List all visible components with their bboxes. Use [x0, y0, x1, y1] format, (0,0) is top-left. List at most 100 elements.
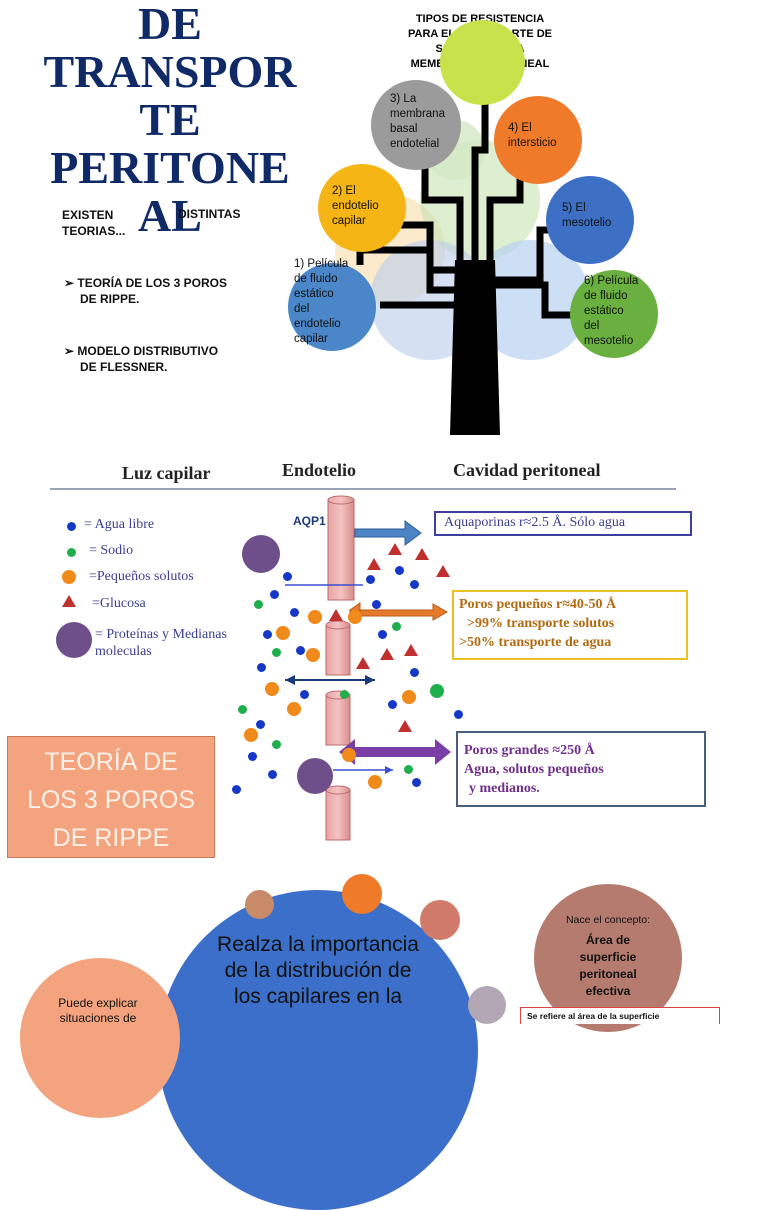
- concept-note-box: Se refiere al área de la superficie: [520, 1007, 720, 1024]
- left-concept-circle: [20, 958, 180, 1118]
- small-solute-particle: [276, 626, 290, 640]
- water-particle: [232, 785, 241, 794]
- legend-label: =Glucosa: [92, 596, 146, 611]
- water-particle: [378, 630, 387, 639]
- page-title: DE TRANSPOR TE PERITONE AL: [30, 0, 310, 240]
- title-line: PERITONE: [50, 142, 290, 193]
- resistance-circle-2: [318, 164, 406, 252]
- legend-red-triangle: [62, 595, 76, 607]
- tree-trunk: [450, 260, 500, 435]
- aqp-label: AQP1: [293, 514, 326, 528]
- water-particle: [300, 690, 309, 699]
- title-line: DE: [138, 0, 202, 49]
- header-divider: [50, 488, 676, 490]
- bullet-arrow-icon: ➢: [64, 344, 78, 358]
- water-particle: [412, 778, 421, 787]
- concept-intro: Nace el concepto:: [565, 914, 651, 926]
- water-particle: [257, 663, 266, 672]
- water-particle: [410, 580, 419, 589]
- legend-orange-dot: [62, 570, 76, 584]
- sodium-particle: [430, 684, 444, 698]
- aquaporin-info-box: Aquaporinas r≈2.5 Å. Sólo agua: [434, 511, 692, 536]
- water-particle: [388, 700, 397, 709]
- glucose-particle: [398, 720, 412, 732]
- protein-particle: [297, 758, 333, 794]
- large-pores-info-box: Poros grandes ≈250 Å Agua, solutos peque…: [456, 731, 706, 807]
- water-particle: [410, 668, 419, 677]
- rippe-theory-box: TEORÍA DE LOS 3 POROS DE RIPPE: [7, 736, 215, 858]
- decor-circle: [468, 986, 506, 1024]
- concept-title: Área de superficie peritoneal efectiva: [579, 933, 637, 998]
- water-particle: [290, 608, 299, 617]
- small-solute-particle: [265, 682, 279, 696]
- sodium-particle: [272, 740, 281, 749]
- title-line: TRANSPOR: [43, 46, 297, 97]
- glucose-particle: [404, 644, 418, 656]
- legend-green-dot: [67, 548, 76, 557]
- water-particle: [263, 630, 272, 639]
- water-particle: [270, 590, 279, 599]
- resistance-circle-3: [371, 80, 461, 170]
- water-particle: [268, 770, 277, 779]
- legend-label: =Pequeños solutos: [89, 569, 194, 584]
- bullet-arrow-icon: ➢: [64, 276, 78, 290]
- small-solute-particle: [244, 728, 258, 742]
- small-solute-particle: [342, 748, 356, 762]
- glucose-particle: [329, 609, 343, 621]
- resistance-circle-4: [494, 96, 582, 184]
- water-particle: [296, 646, 305, 655]
- small-pores-info-box: Poros pequeños r≈40-50 Å >99% transporte…: [452, 590, 688, 660]
- bullet-item: ➢ MODELO DISTRIBUTIVO DE FLESSNER.: [64, 344, 219, 374]
- decor-circle: [245, 890, 274, 919]
- small-solute-particle: [402, 690, 416, 704]
- left-concept-text: Puede explicar situaciones de: [58, 996, 138, 1025]
- tree-top-circle: [440, 20, 525, 105]
- header-luz-capilar: Luz capilar: [122, 463, 211, 483]
- glucose-particle: [356, 657, 370, 669]
- glucose-particle: [380, 648, 394, 660]
- header-endotelio: Endotelio: [282, 460, 357, 480]
- water-particle: [256, 720, 265, 729]
- resistance-circle-1: [288, 263, 376, 351]
- legend-label: = Proteínas y Medianas moleculas: [95, 627, 227, 659]
- header-cavidad: Cavidad peritoneal: [453, 460, 601, 480]
- glucose-particle: [367, 558, 381, 570]
- intro-text-right: DISTINTAS: [178, 207, 241, 221]
- small-solute-particle: [348, 610, 362, 624]
- sodium-particle: [340, 690, 349, 699]
- legend-label: = Agua libre: [84, 517, 155, 532]
- decor-circle: [420, 900, 460, 940]
- water-particle: [248, 752, 257, 761]
- sodium-particle: [238, 705, 247, 714]
- glucose-particle: [436, 565, 450, 577]
- title-line: TE: [139, 94, 201, 145]
- sodium-particle: [272, 648, 281, 657]
- small-solute-particle: [287, 702, 301, 716]
- glucose-particle: [415, 548, 429, 560]
- small-solute-particle: [368, 775, 382, 789]
- main-concept-text: Realza la importancia de la distribución…: [217, 933, 419, 1008]
- intro-text-left: EXISTEN TEORIAS...: [62, 208, 126, 238]
- sodium-particle: [254, 600, 263, 609]
- sodium-particle: [392, 622, 401, 631]
- water-particle: [395, 566, 404, 575]
- water-particle: [372, 600, 381, 609]
- water-particle: [454, 710, 463, 719]
- glucose-particle: [388, 543, 402, 555]
- bullet-item: ➢ TEORÍA DE LOS 3 POROS DE RIPPE.: [64, 276, 227, 306]
- water-particle: [366, 575, 375, 584]
- sodium-particle: [404, 765, 413, 774]
- water-particle: [283, 572, 292, 581]
- small-solute-particle: [308, 610, 322, 624]
- pore-diagram-graphic: [285, 495, 451, 841]
- legend-purple-dot: [56, 622, 92, 658]
- resistance-circle-6: [570, 270, 658, 358]
- resistance-circle-5: [546, 176, 634, 264]
- small-solute-particle: [306, 648, 320, 662]
